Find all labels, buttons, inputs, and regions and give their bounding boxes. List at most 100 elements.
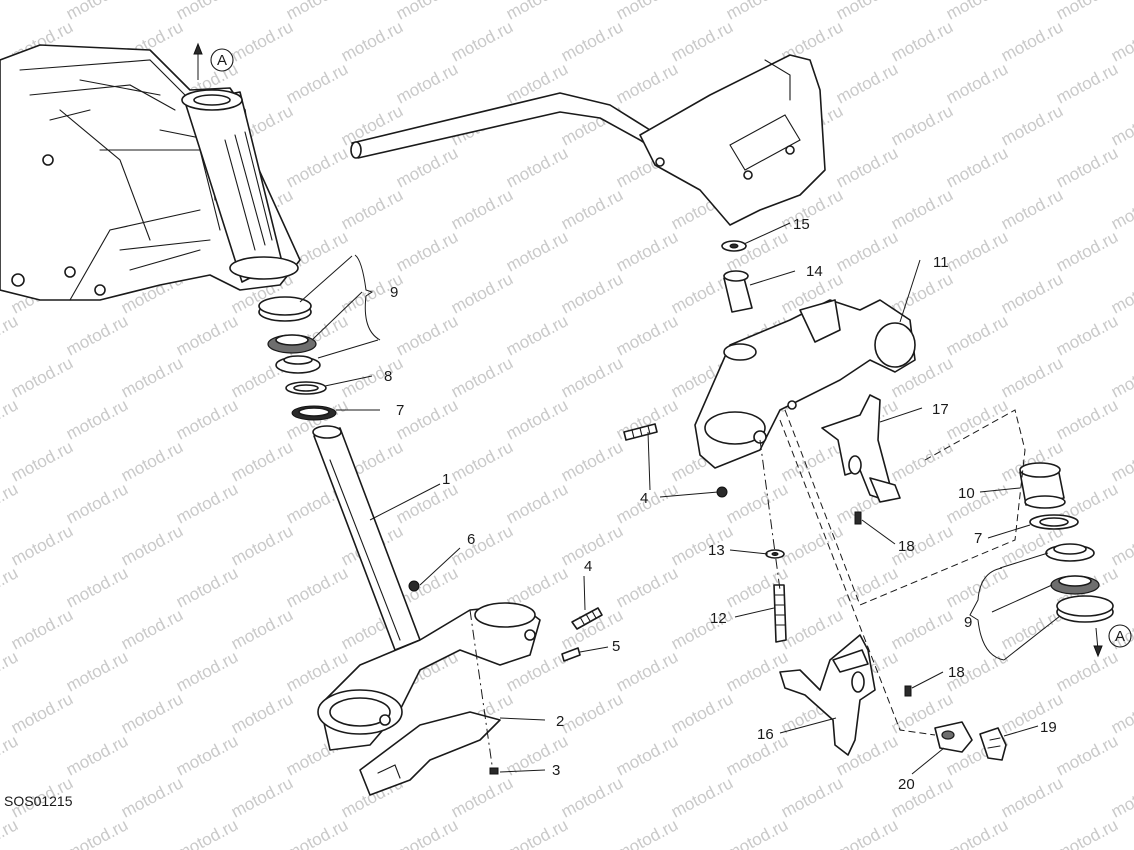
lower-mount-bracket	[779, 634, 912, 756]
watermark-text: motod.ru	[503, 311, 571, 359]
callout-14: 14	[806, 263, 823, 280]
watermark-text: motod.ru	[558, 269, 626, 317]
watermark-text: motod.ru	[118, 689, 186, 737]
reference-marker-a-right: A	[1115, 628, 1125, 645]
watermark-text: motod.ru	[118, 521, 186, 569]
callout-9-right: 9	[964, 614, 972, 631]
watermark-text: motod.ru	[63, 815, 131, 850]
watermark-text: motod.ru	[173, 311, 241, 359]
callout-7-left: 7	[396, 402, 404, 419]
upper-bearing-set	[258, 296, 337, 421]
watermark-text: motod.ru	[338, 17, 406, 65]
watermark-text: motod.ru	[448, 437, 516, 485]
callout-20: 20	[898, 776, 915, 793]
callout-12: 12	[710, 610, 727, 627]
watermark-text: motod.ru	[888, 605, 956, 653]
watermark-text: motod.ru	[943, 395, 1011, 443]
watermark-text: motod.ru	[8, 605, 76, 653]
callout-8: 8	[384, 368, 392, 385]
watermark-text: motod.ru	[393, 227, 461, 275]
upper-triple-clamp	[694, 299, 916, 469]
watermark-text: motod.ru	[1108, 185, 1134, 233]
watermark-text: motod.ru	[503, 479, 571, 527]
watermark-text: motod.ru	[228, 521, 296, 569]
callout-18-lower: 18	[948, 664, 965, 681]
watermark-text: motod.ru	[833, 815, 901, 850]
watermark-text: motod.ru	[668, 17, 736, 65]
watermark-text: motod.ru	[778, 521, 846, 569]
watermark-text: motod.ru	[558, 689, 626, 737]
watermark-text: motod.ru	[503, 731, 571, 779]
watermark-text: motod.ru	[888, 269, 956, 317]
callout-11: 11	[933, 254, 949, 271]
watermark-text: motod.ru	[558, 353, 626, 401]
watermark-text: motod.ru	[558, 17, 626, 65]
watermark-text: motod.ru	[613, 647, 681, 695]
watermark-text: motod.ru	[283, 59, 351, 107]
watermark-text: motod.ru	[1053, 647, 1121, 695]
watermark-text: motod.ru	[503, 0, 571, 24]
watermark-text: motod.ru	[778, 773, 846, 821]
watermark-text: motod.ru	[613, 311, 681, 359]
watermark-text: motod.ru	[1108, 17, 1134, 65]
watermark-text: motod.ru	[118, 353, 186, 401]
watermark-text: motod.ru	[63, 0, 131, 24]
watermark-text: motod.ru	[8, 437, 76, 485]
callout-numbers: 9 8 7 1 6 4 5 2 3 15 14 11 17 4 13 12 18…	[384, 216, 1057, 793]
watermark-text: motod.ru	[228, 773, 296, 821]
callout-1: 1	[442, 471, 450, 488]
callout-9-left: 9	[390, 284, 398, 301]
watermark-text: motod.ru	[228, 605, 296, 653]
watermark-text: motod.ru	[63, 395, 131, 443]
watermark-text: motod.ru	[393, 311, 461, 359]
watermark-text: motod.ru	[943, 815, 1011, 850]
watermark-text: motod.ru	[668, 689, 736, 737]
watermark-text: motod.ru	[888, 17, 956, 65]
watermark-text: motod.ru	[0, 731, 21, 779]
watermark-text: motod.ru	[613, 395, 681, 443]
watermark-text: motod.ru	[283, 563, 351, 611]
diagram-code: SOS01215	[4, 793, 73, 809]
callout-4-left: 4	[584, 558, 592, 575]
watermark-text: motod.ru	[393, 0, 461, 24]
callout-3: 3	[552, 762, 560, 779]
watermark-text: motod.ru	[503, 227, 571, 275]
watermark-text: motod.ru	[0, 479, 21, 527]
watermark-text: motod.ru	[1053, 59, 1121, 107]
callout-4-right: 4	[640, 490, 648, 507]
watermark-text: motod.ru	[1108, 269, 1134, 317]
reference-marker-a-top: A	[217, 52, 227, 69]
watermark-text: motod.ru	[173, 815, 241, 850]
watermark-text: motod.ru	[998, 353, 1066, 401]
watermark-text: motod.ru	[0, 563, 21, 611]
watermark-text: motod.ru	[943, 0, 1011, 24]
watermark-text: motod.ru	[1108, 773, 1134, 821]
watermark-text: motod.ru	[943, 227, 1011, 275]
watermark-text: motod.ru	[118, 437, 186, 485]
watermark-text: motod.ru	[888, 101, 956, 149]
watermark-text: motod.ru	[943, 59, 1011, 107]
watermark-text: motod.ru	[393, 815, 461, 850]
watermark-text: motod.ru	[998, 101, 1066, 149]
watermark-text: motod.ru	[1053, 227, 1121, 275]
watermark-text: motod.ru	[1108, 101, 1134, 149]
watermark-text: motod.ru	[118, 605, 186, 653]
watermark-text: motod.ru	[833, 0, 901, 24]
watermark-text: motod.ru	[503, 395, 571, 443]
callout-19: 19	[1040, 719, 1057, 736]
watermark-text: motod.ru	[723, 479, 791, 527]
watermark-text: motod.ru	[173, 731, 241, 779]
watermark-text: motod.ru	[833, 59, 901, 107]
watermark-text: motod.ru	[558, 185, 626, 233]
watermark-text: motod.ru	[8, 521, 76, 569]
watermark-text: motod.ru	[943, 143, 1011, 191]
watermark-text: motod.ru	[613, 563, 681, 611]
callout-17: 17	[932, 401, 949, 418]
watermark-text: motod.ru	[228, 17, 296, 65]
watermark-text: motod.ru	[0, 647, 21, 695]
watermark-text: motod.ru	[173, 563, 241, 611]
leader-lines	[299, 222, 1061, 775]
watermark-text: motod.ru	[393, 59, 461, 107]
watermark-text: motod.ru	[0, 0, 21, 24]
watermark-text: motod.ru	[63, 563, 131, 611]
